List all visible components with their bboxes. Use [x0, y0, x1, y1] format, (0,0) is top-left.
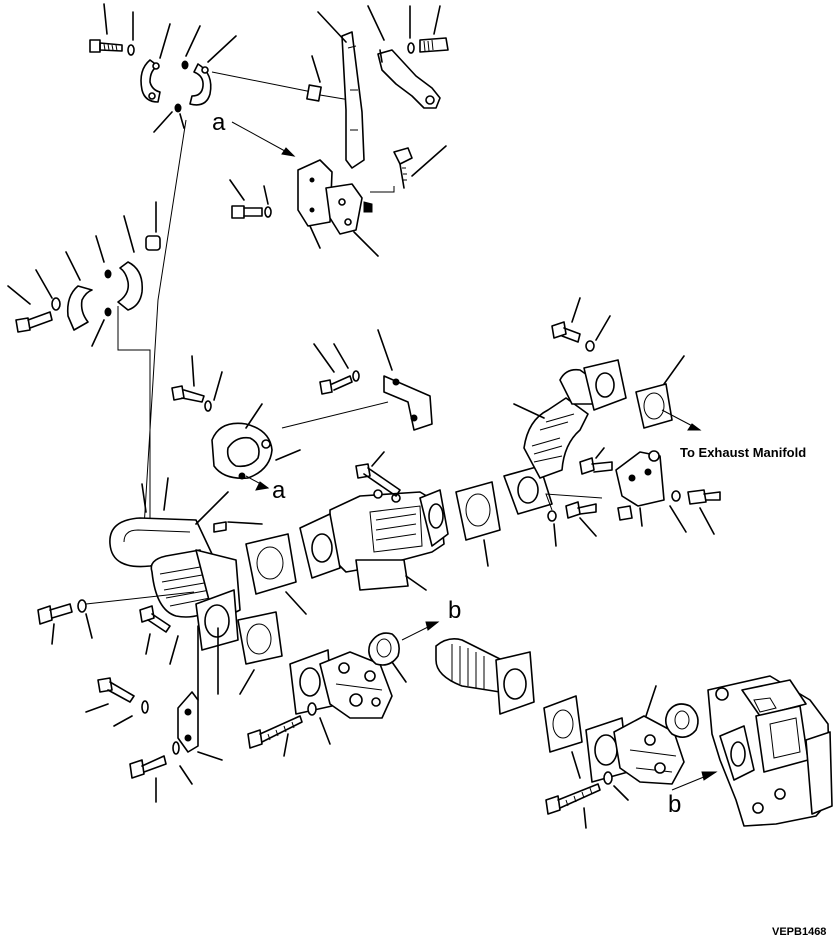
lower-valve-group [247, 621, 440, 757]
l-bracket-part [383, 375, 433, 431]
support-bracket-part [177, 691, 199, 753]
gasket-part [368, 632, 400, 666]
reference-letter: a [272, 477, 286, 504]
reference-letter: a [212, 109, 226, 136]
left-clamp-group [7, 119, 187, 561]
lower-bellows-group [435, 638, 583, 779]
gasket-group-2 [455, 481, 501, 567]
upper-center-bracket-group [229, 121, 447, 257]
clamp-half-part [140, 59, 161, 103]
reference-letter: b [448, 597, 461, 624]
center-cooler-group [299, 451, 449, 591]
intake-housing-group [671, 675, 833, 827]
right-bracket-group [545, 447, 721, 547]
top-left-clamp-group [89, 3, 351, 133]
arm-bracket-part [377, 49, 441, 109]
elbow-pipe-group [37, 477, 263, 701]
gasket-part [245, 533, 297, 595]
gasket-group-1 [237, 533, 307, 695]
destination-label: To Exhaust Manifold [680, 445, 807, 460]
washer-part [127, 44, 135, 56]
support-bracket-part [615, 451, 665, 507]
figure-code: VEPB1468 [772, 926, 827, 938]
gasket-part [543, 695, 583, 753]
lower-right-valve-group [545, 685, 699, 829]
gasket-part [635, 383, 673, 429]
gasket-part [455, 481, 501, 541]
clamp-half-part [117, 261, 144, 311]
gasket-part [237, 611, 283, 665]
bolt-part [89, 39, 123, 53]
support-bracket-part [341, 31, 365, 169]
bellows-pipe-group [503, 297, 702, 515]
clamp-half-part [189, 63, 212, 106]
reference-letter: b [668, 791, 681, 818]
bottom-left-bracket-group [85, 677, 223, 803]
gasket-part [664, 703, 699, 738]
mid-left-ring-group [171, 355, 301, 491]
egr-valve-part [613, 715, 685, 785]
l-bracket-group [281, 329, 433, 431]
clamp-half-part [66, 285, 93, 331]
top-right-bracket-group [317, 5, 449, 169]
bellows-part [435, 638, 503, 693]
bellows-part [523, 397, 589, 479]
